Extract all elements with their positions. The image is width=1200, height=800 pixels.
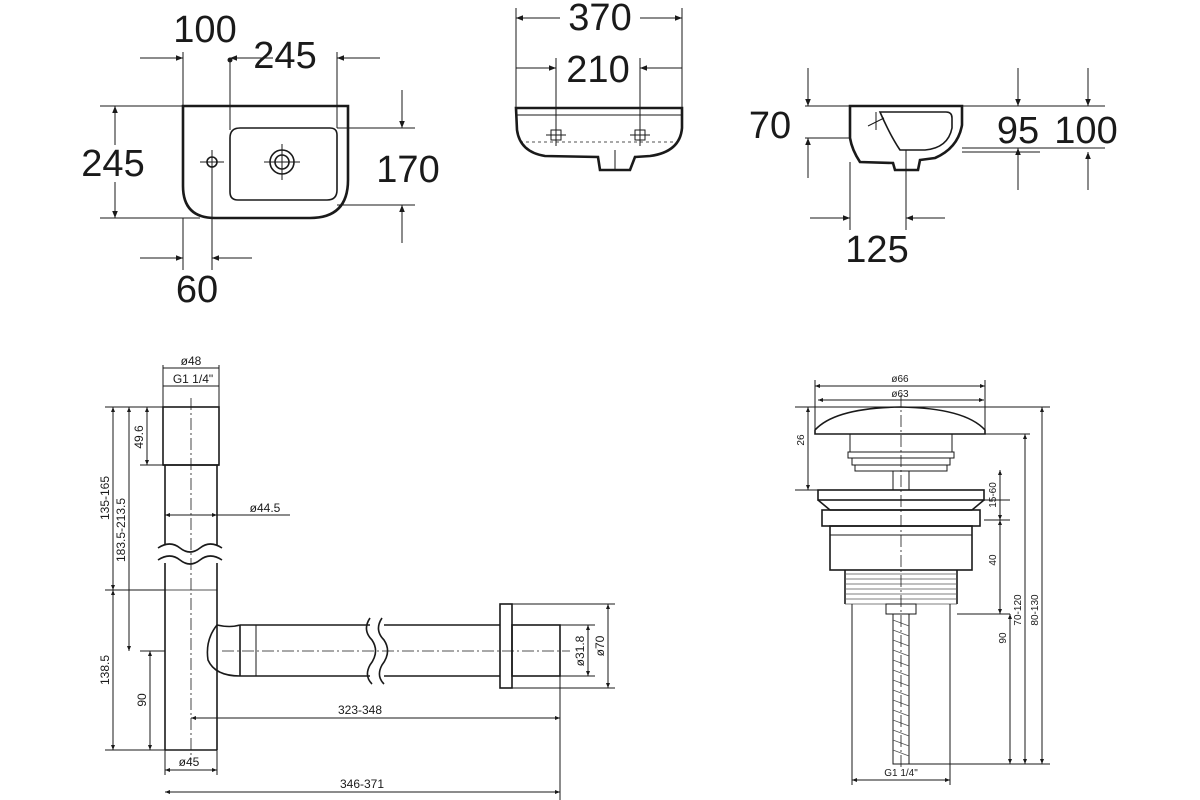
dim-95: 95 [997, 110, 1039, 152]
tap-hole-icon [200, 150, 224, 174]
dim-210: 210 [566, 49, 629, 91]
dim-15-60: 15-60 [988, 482, 999, 508]
dim-346-371: 346-371 [340, 777, 384, 791]
basin-front-view: 370 210 [514, 0, 684, 172]
drain-thread-label: G1 1/4" [884, 768, 918, 779]
thread-label: G1 1/4" [173, 372, 213, 386]
basin-outline [181, 104, 350, 220]
drain-cap [814, 406, 986, 435]
dia-63: ø63 [891, 389, 909, 400]
drain-valve-drawing: ø66 ø63 26 15-60 40 90 70-120 80-130 [795, 374, 1050, 785]
dim-183-213: 183.5-213.5 [114, 498, 128, 562]
dim-60: 60 [176, 269, 218, 311]
dia-45: ø45 [179, 755, 200, 769]
dim-70-120: 70-120 [1013, 594, 1024, 626]
dia-66: ø66 [891, 374, 909, 385]
basin-side-view: 70 95 100 125 [749, 68, 1118, 271]
dim-245-depth: 245 [81, 143, 144, 185]
basin-front-outline [514, 106, 684, 172]
drain-hole-icon [264, 144, 300, 180]
dim-100: 100 [173, 9, 236, 51]
dim-323-348: 323-348 [338, 703, 382, 717]
dia-44-5: ø44.5 [250, 501, 281, 515]
dim-26: 26 [796, 434, 807, 446]
dim-135-165: 135-165 [98, 476, 112, 520]
dim-80-130: 80-130 [1030, 594, 1041, 626]
dim-49-6: 49.6 [132, 425, 146, 449]
dim-245-width: 245 [253, 35, 316, 77]
basin-side-outline [848, 104, 964, 172]
bottle-trap-drawing: ø48 G1 1/4" 49.6 135-165 183.5-213.5 138… [98, 354, 615, 800]
dia-70: ø70 [593, 635, 607, 656]
dim-170: 170 [376, 149, 439, 191]
dim-100-side: 100 [1054, 110, 1117, 152]
tap-hole-left-icon [546, 124, 566, 146]
basin-top-view: 100 245 245 170 60 [81, 9, 439, 311]
dim-138-5: 138.5 [98, 655, 112, 685]
dim-125: 125 [845, 229, 908, 271]
dim-70: 70 [749, 105, 791, 147]
tap-hole-right-icon [630, 124, 650, 146]
dim-90-drain: 90 [998, 632, 1009, 644]
thread-icon [844, 570, 958, 605]
dim-40: 40 [988, 554, 999, 566]
dia-48: ø48 [181, 354, 202, 368]
basin-bowl [229, 127, 338, 201]
dim-370: 370 [568, 0, 631, 39]
dim-90: 90 [135, 693, 149, 707]
dia-31-8: ø31.8 [573, 635, 587, 666]
